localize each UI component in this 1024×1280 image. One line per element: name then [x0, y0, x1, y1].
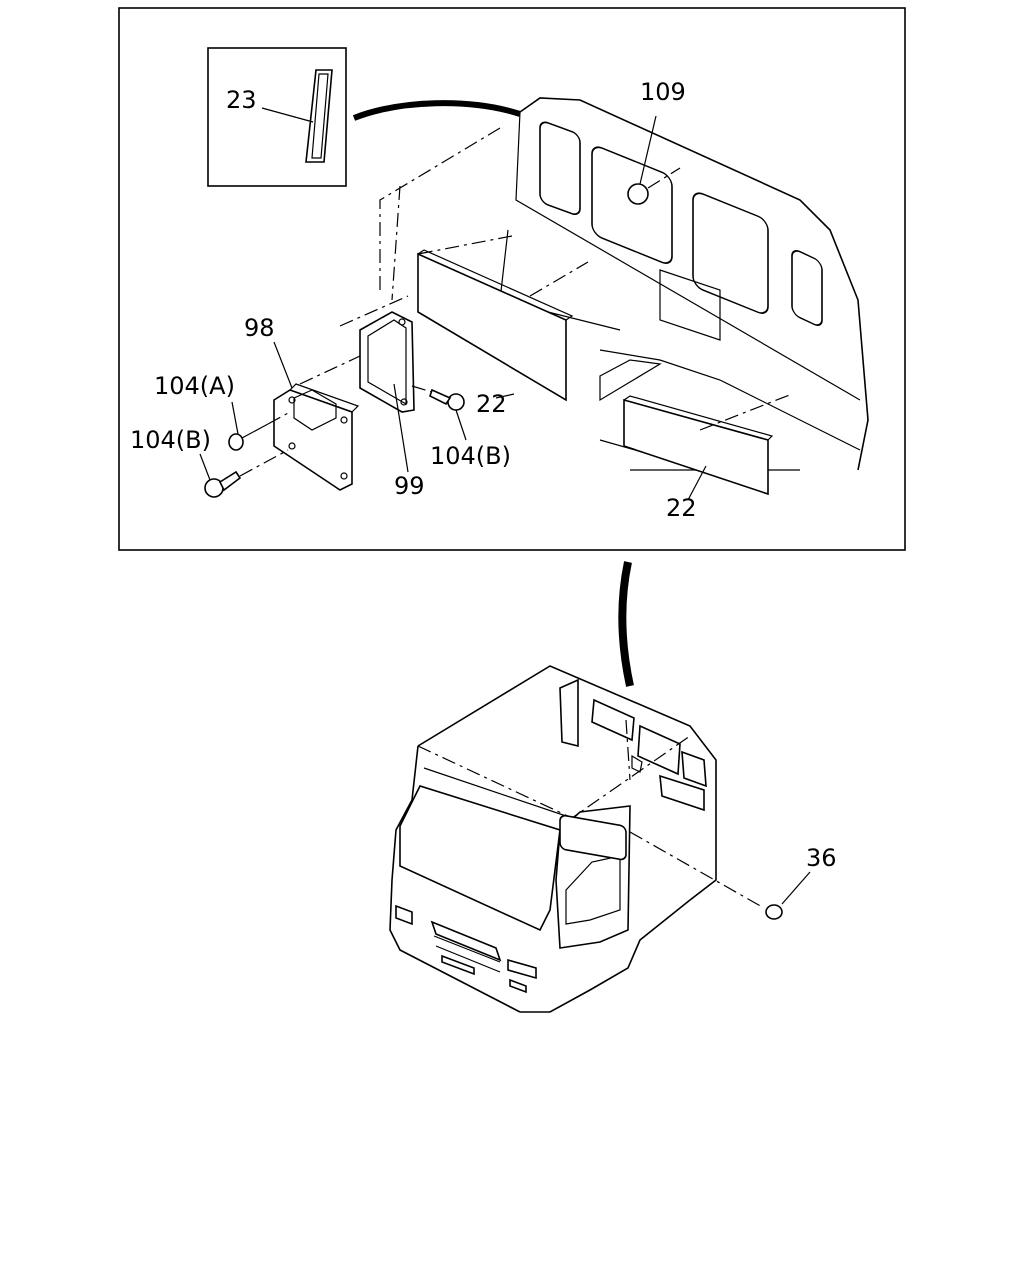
callout-104b-left: 104(B) — [130, 426, 211, 454]
callout-109: 109 — [640, 78, 686, 106]
cab-rear-panel — [379, 97, 869, 471]
callout-22-upper: 22 — [476, 390, 507, 418]
bolt-104a — [228, 401, 291, 451]
leader-99 — [393, 383, 409, 473]
leader-104b-left — [199, 453, 211, 481]
leader-109 — [639, 115, 657, 185]
grommet-109 — [627, 183, 649, 205]
bolt-104b-left — [199, 449, 289, 498]
leader-22-upper — [495, 393, 515, 399]
callout-22-lower: 22 — [666, 494, 697, 522]
callout-104b-right: 104(B) — [430, 442, 511, 470]
leader-104b-right — [455, 409, 467, 441]
callout-23: 23 — [226, 86, 257, 114]
cover-98 — [273, 341, 360, 491]
section-pointer — [618, 561, 634, 687]
truck-cab — [389, 665, 811, 1013]
callout-99: 99 — [394, 472, 425, 500]
inset-part-23 — [207, 47, 347, 187]
panel-22-lower — [599, 359, 793, 501]
bracket-99 — [299, 295, 415, 473]
panel-22-upper — [417, 235, 589, 402]
inset-pointer — [352, 100, 521, 121]
leader-36 — [781, 871, 811, 905]
bolt-104b-right — [411, 385, 467, 441]
leader-98 — [273, 341, 293, 389]
leader-22-lower — [687, 465, 707, 501]
leader-104a — [231, 401, 239, 435]
clip-36 — [765, 904, 783, 920]
callout-104a: 104(A) — [154, 372, 235, 400]
callout-98: 98 — [244, 314, 275, 342]
detail-frame — [118, 7, 906, 551]
callout-36: 36 — [806, 844, 837, 872]
leader-23 — [261, 107, 314, 123]
